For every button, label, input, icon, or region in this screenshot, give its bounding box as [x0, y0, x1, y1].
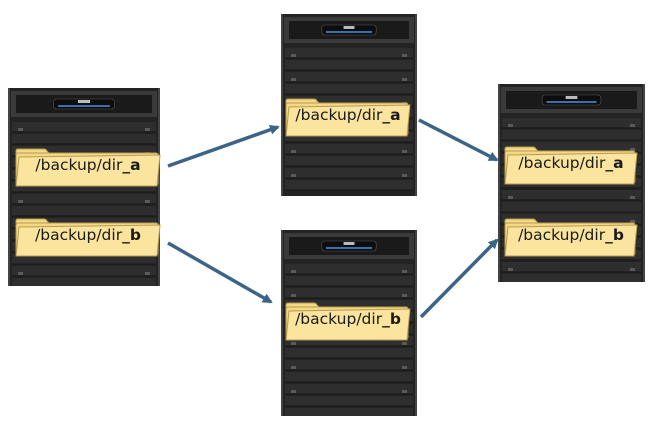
folder-label: /backup/dir_b: [295, 310, 401, 328]
folder-destination-dir-b: /backup/dir_b: [503, 218, 639, 258]
folder-middle-top-dir-a: /backup/dir_a: [284, 98, 412, 138]
folder-label: /backup/dir_a: [518, 154, 624, 172]
folder-icon: [285, 302, 411, 341]
replication-arrow: [167, 124, 280, 168]
replication-arrow: [418, 118, 499, 162]
folder-middle-bottom-dir-b: /backup/dir_b: [284, 302, 412, 342]
replication-arrow: [167, 241, 273, 304]
folder-source-dir-a: /backup/dir_a: [14, 148, 162, 188]
folder-icon: [15, 148, 161, 187]
folder-label: /backup/dir_b: [35, 226, 141, 244]
folder-icon: [15, 218, 161, 257]
folder-label: /backup/dir_a: [35, 156, 141, 174]
folder-icon: [285, 98, 411, 137]
folder-source-dir-b: /backup/dir_b: [14, 218, 162, 258]
folder-icon: [504, 218, 638, 257]
folder-icon: [504, 146, 638, 185]
folder-label: /backup/dir_a: [295, 106, 401, 124]
folder-destination-dir-a: /backup/dir_a: [503, 146, 639, 186]
replication-arrow: [419, 238, 499, 319]
folder-label: /backup/dir_b: [518, 226, 624, 244]
